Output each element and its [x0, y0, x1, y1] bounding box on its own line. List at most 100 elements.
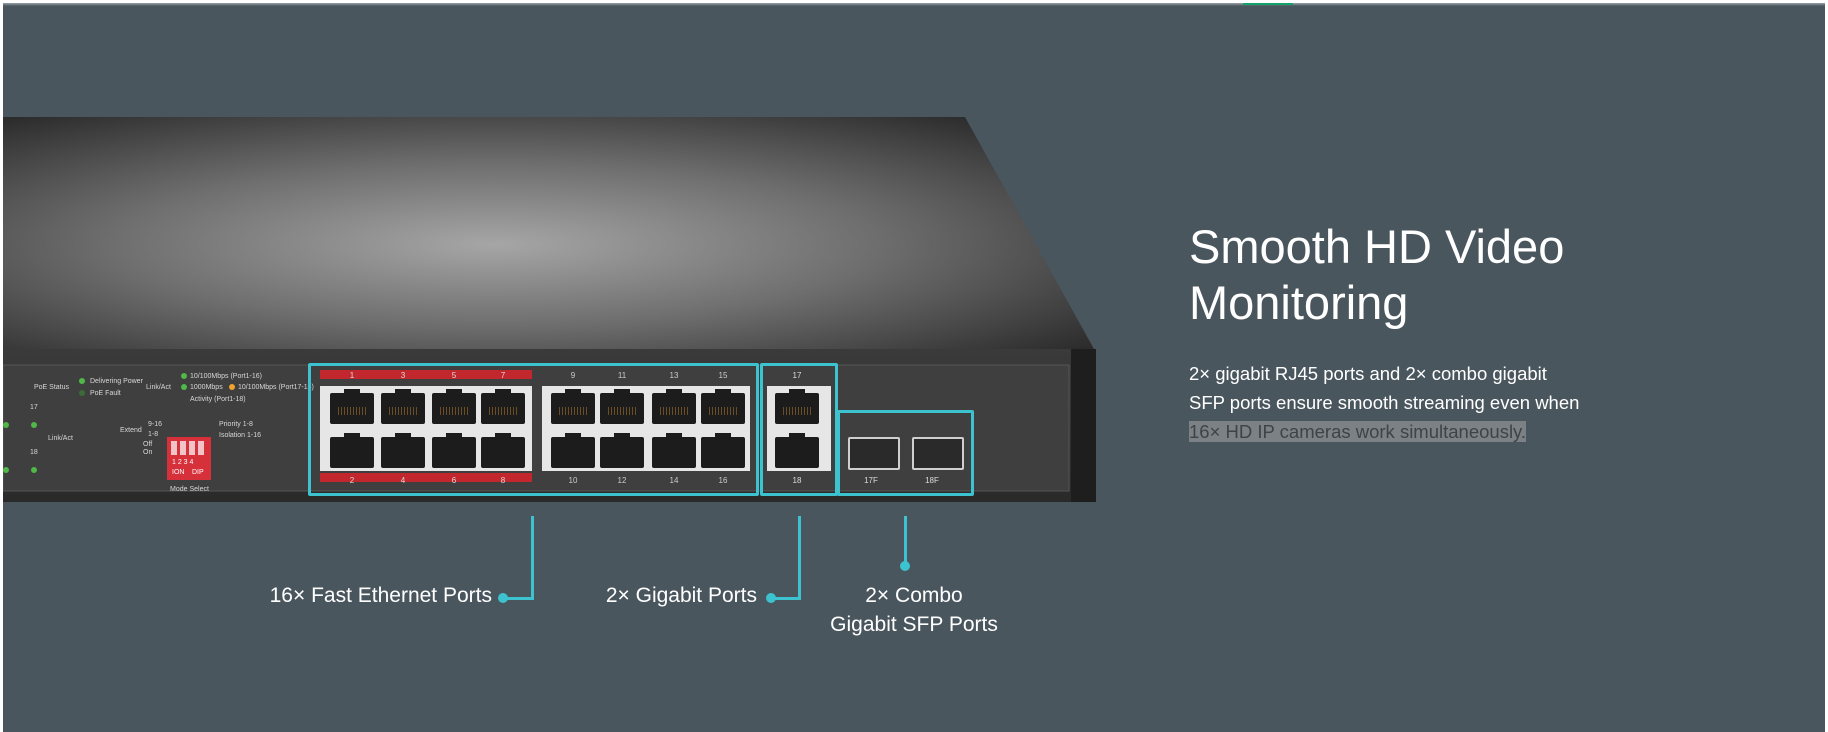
led-indicator	[31, 467, 37, 473]
callout-line	[798, 516, 801, 600]
sfp-callout-line2: Gigabit SFP Ports	[830, 613, 998, 636]
poe-fault-label: PoE Fault	[90, 390, 121, 397]
range-9-16-label: 9-16	[148, 421, 163, 428]
sfp-callout-line1: 2× Combo	[865, 584, 963, 607]
rj45-port[interactable]	[551, 389, 595, 424]
delivering-power-label: Delivering Power	[90, 378, 143, 385]
range-1-8-label: 1-8	[148, 431, 159, 438]
on-label: On	[143, 449, 153, 456]
extend-label: Extend	[120, 427, 142, 434]
port-number-label: 11	[617, 371, 627, 380]
port-number-label: 1	[349, 371, 355, 380]
gigabit-callout: 2× Gigabit Ports	[605, 584, 757, 607]
rj45-port[interactable]	[432, 433, 476, 468]
rj45-port[interactable]	[551, 433, 595, 468]
led-indicator	[79, 390, 85, 396]
dip-numbers: 1 2 3 4	[172, 459, 194, 466]
rj45-port[interactable]	[481, 433, 525, 468]
isolation-label: Isolation 1-16	[219, 432, 262, 439]
rj45-port[interactable]	[701, 433, 745, 468]
fast-ethernet-callout: 16× Fast Ethernet Ports	[269, 584, 492, 607]
rj45-port[interactable]	[481, 389, 525, 424]
led-indicator	[181, 373, 187, 379]
priority-label: Priority 1-8	[219, 421, 253, 428]
heading-line-1: Smooth HD Video	[1189, 220, 1565, 273]
speed-100-gig-label: 10/100Mbps (Port17-18)	[238, 384, 314, 391]
top-divider	[3, 3, 1825, 6]
port-number-label: 10	[568, 476, 578, 485]
sfp-highlight	[837, 410, 974, 496]
link-act-label: Link/Act	[146, 384, 171, 391]
callout-dot	[900, 561, 910, 571]
rj45-port[interactable]	[701, 389, 745, 424]
rj45-port[interactable]	[381, 389, 425, 424]
fast-ethernet-highlight	[308, 363, 759, 496]
active-tab-indicator	[1243, 3, 1293, 5]
off-label: Off	[143, 441, 153, 448]
led-link-act-label: Link/Act	[48, 435, 73, 442]
sfp-callout: 2× Combo Gigabit SFP Ports	[814, 581, 1014, 639]
port-number-label: 15	[718, 371, 728, 380]
gigabit-highlight	[760, 363, 838, 496]
led-17-label: 17	[30, 404, 38, 411]
port-number-label: 18F	[925, 476, 939, 485]
port-number-label: 9	[570, 371, 576, 380]
speed-1000-label: 1000Mbps	[190, 384, 223, 391]
rj45-port[interactable]	[381, 433, 425, 468]
port-label-bar-bottom	[320, 473, 532, 482]
section-heading: Smooth HD Video Monitoring	[1189, 219, 1564, 331]
switch-top-plate	[3, 117, 1094, 349]
heading-line-2: Monitoring	[1189, 276, 1409, 329]
port-label-bar-top	[320, 370, 532, 379]
dip-switch[interactable]: 1 2 3 4 ION DIP	[167, 437, 211, 480]
rj45-port[interactable]	[330, 433, 374, 468]
callout-line	[531, 516, 534, 600]
led-indicator	[79, 378, 85, 384]
led-18-label: 18	[30, 449, 38, 456]
sfp-port-18f[interactable]	[912, 437, 964, 470]
rj45-port[interactable]	[600, 389, 644, 424]
gigabit-rj45-port[interactable]	[775, 389, 819, 424]
section-description: 2× gigabit RJ45 ports and 2× combo gigab…	[1189, 359, 1629, 446]
callout-dot	[766, 593, 776, 603]
dip-label: DIP	[192, 469, 204, 476]
led-indicator	[31, 422, 37, 428]
mode-select-label: Mode Select	[170, 486, 209, 493]
dip-on-label: ION	[172, 469, 185, 476]
rj45-port[interactable]	[652, 389, 696, 424]
rj45-port[interactable]	[330, 389, 374, 424]
led-indicator	[181, 384, 187, 390]
description-line-3-selected: 16× HD IP cameras work simultaneously.	[1189, 421, 1527, 442]
port-number-label: 13	[669, 371, 679, 380]
description-line-1: 2× gigabit RJ45 ports and 2× combo gigab…	[1189, 363, 1547, 384]
speed-100-label: 10/100Mbps (Port1-16)	[190, 373, 262, 380]
port-number-label: 7	[500, 371, 506, 380]
port-number-label: 3	[400, 371, 406, 380]
rj45-port[interactable]	[652, 433, 696, 468]
port-number-label: 12	[617, 476, 627, 485]
activity-label: Activity (Port1-18)	[190, 396, 246, 403]
poe-status-label: PoE Status	[34, 384, 70, 391]
rj45-port[interactable]	[600, 433, 644, 468]
port-number-label: 4	[400, 476, 406, 485]
port-number-label: 6	[451, 476, 457, 485]
port-number-label: 8	[500, 476, 506, 485]
port-number-label: 5	[451, 371, 457, 380]
callout-line	[504, 597, 534, 600]
callout-dot	[498, 593, 508, 603]
led-indicator	[3, 467, 9, 473]
led-indicator	[3, 422, 9, 428]
gigabit-rj45-port[interactable]	[775, 433, 819, 468]
switch-chassis	[3, 117, 1096, 502]
dip-toggles	[171, 441, 205, 455]
product-feature-section: PoE Status Delivering Power PoE Fault Li…	[3, 3, 1825, 732]
sfp-port-17f[interactable]	[848, 437, 900, 470]
callout-line	[771, 597, 801, 600]
port-number-label: 17F	[864, 476, 878, 485]
port-number-label: 16	[718, 476, 728, 485]
port-number-label: 17	[792, 371, 802, 380]
led-indicator	[229, 384, 235, 390]
rj45-port[interactable]	[432, 389, 476, 424]
callout-line	[904, 516, 907, 566]
port-number-label: 2	[349, 476, 355, 485]
